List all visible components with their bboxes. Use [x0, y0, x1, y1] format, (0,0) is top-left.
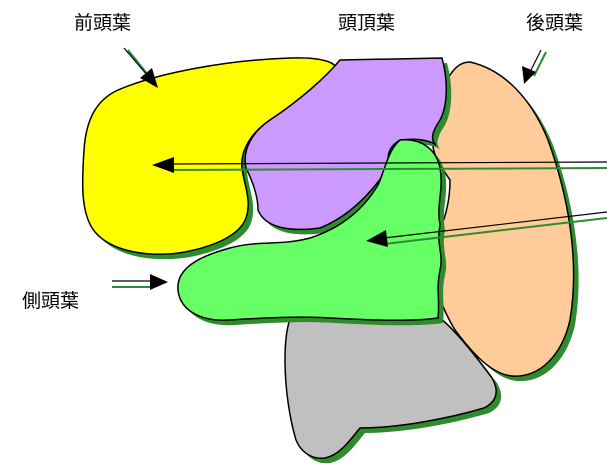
temporal-lobe-label: 側頭葉 [22, 292, 79, 311]
occipital-lobe-shape [432, 62, 573, 376]
temporal-label-arrow [112, 274, 168, 290]
occipital-lobe-label: 後頭葉 [526, 14, 583, 33]
parietal-lobe-label: 頭頂葉 [338, 14, 395, 33]
frontal-lobe-label: 前頭葉 [74, 14, 131, 33]
occipital-label-arrow [522, 50, 546, 84]
